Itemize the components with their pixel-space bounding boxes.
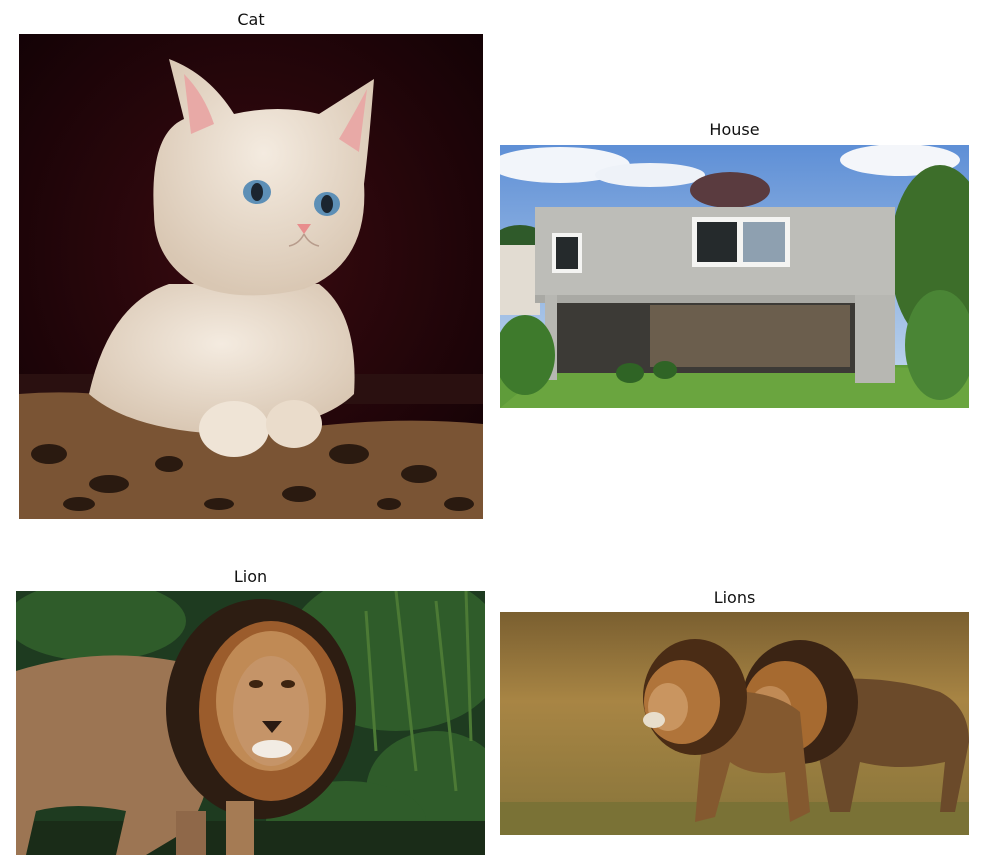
house-title: House — [709, 120, 760, 139]
house-panel: House — [500, 118, 969, 408]
lion-image — [16, 591, 485, 855]
lion-panel: Lion — [16, 565, 485, 855]
cat-title: Cat — [237, 10, 265, 29]
house-image — [500, 145, 969, 408]
lions-image — [500, 612, 969, 835]
cat-panel: Cat — [19, 8, 483, 519]
lions-panel: Lions — [500, 586, 969, 835]
lion-title: Lion — [233, 567, 268, 586]
lions-title: Lions — [713, 588, 756, 607]
cat-image — [19, 34, 483, 519]
